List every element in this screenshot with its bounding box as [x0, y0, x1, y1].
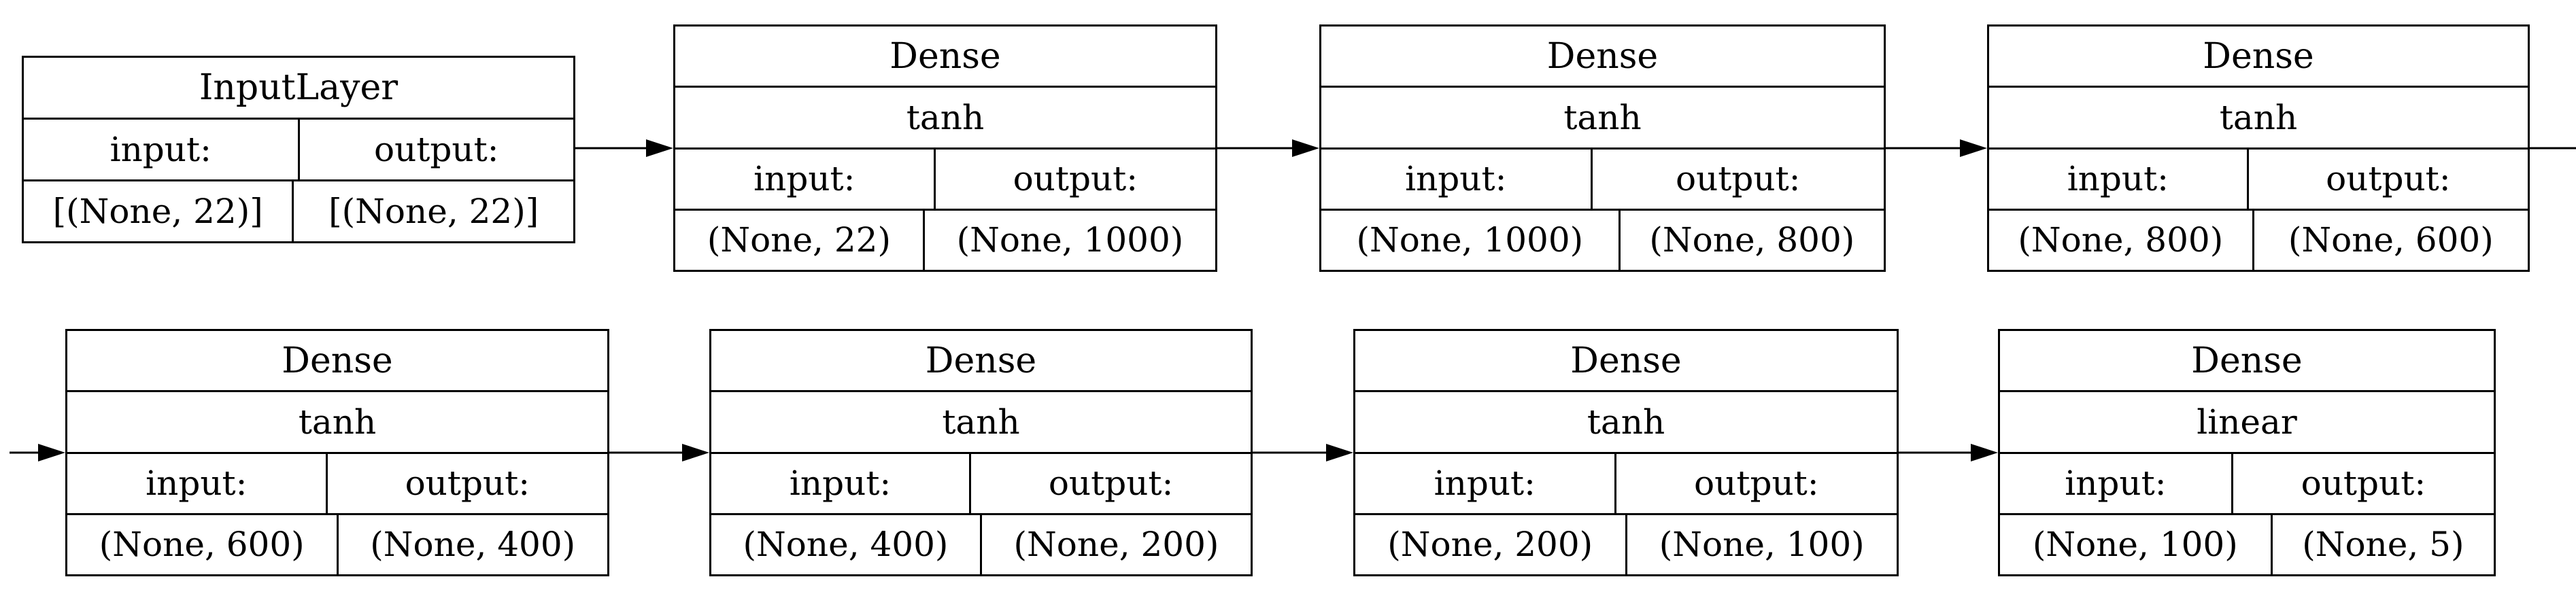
- input-shape: [(None, 22)]: [52, 192, 263, 231]
- input-label: input:: [753, 159, 855, 199]
- input-shape: (None, 200): [1387, 525, 1593, 565]
- output-shape: (None, 1000): [922, 210, 1215, 270]
- output-shape: (None, 100): [1625, 514, 1897, 574]
- input-shape: (None, 22): [707, 220, 891, 260]
- input-label: input:: [109, 130, 211, 169]
- node-type: Dense: [1546, 35, 1659, 77]
- node-dense-1: Dense tanh input: output: (None, 22) (No…: [673, 24, 1217, 272]
- node-dense-6: Dense tanh input: output: (None, 200) (N…: [1353, 329, 1899, 576]
- arrowhead: [1960, 139, 1987, 157]
- node-type: Dense: [1570, 340, 1682, 381]
- arrowhead: [1292, 139, 1319, 157]
- activation: tanh: [1587, 402, 1665, 442]
- node-dense-3: Dense tanh input: output: (None, 800) (N…: [1987, 24, 2530, 272]
- output-label: output:: [2246, 149, 2528, 209]
- input-shape: (None, 800): [2018, 220, 2224, 260]
- arrowhead: [38, 444, 65, 461]
- node-type: Dense: [2203, 35, 2314, 77]
- activation: tanh: [2219, 97, 2298, 137]
- node-type: Dense: [925, 340, 1037, 381]
- output-label: output:: [1590, 149, 1884, 209]
- node-type: Dense: [2191, 340, 2303, 381]
- input-label: input:: [2065, 464, 2167, 504]
- input-label: input:: [789, 464, 892, 504]
- activation: tanh: [298, 402, 377, 442]
- node-type: Dense: [282, 340, 393, 381]
- output-label: output:: [1614, 453, 1897, 513]
- input-shape: (None, 100): [2032, 525, 2238, 565]
- arrowhead: [682, 444, 709, 461]
- input-label: input:: [1405, 159, 1507, 199]
- output-shape: (None, 200): [980, 514, 1251, 574]
- arrowhead: [646, 139, 673, 157]
- output-shape: (None, 800): [1618, 210, 1884, 270]
- node-input-layer: InputLayer input: output: [(None, 22)] […: [22, 56, 575, 243]
- output-label: output:: [325, 453, 607, 513]
- node-type: Dense: [889, 35, 1001, 77]
- node-dense-5: Dense tanh input: output: (None, 400) (N…: [709, 329, 1253, 576]
- arrowhead: [1971, 444, 1998, 461]
- input-shape: (None, 600): [99, 525, 305, 565]
- input-shape: (None, 1000): [1356, 220, 1584, 260]
- node-dense-2: Dense tanh input: output: (None, 1000) (…: [1319, 24, 1886, 272]
- output-label: output:: [969, 453, 1251, 513]
- output-shape: (None, 600): [2252, 210, 2528, 270]
- arrowhead: [1326, 444, 1353, 461]
- output-shape: (None, 5): [2270, 514, 2494, 574]
- output-label: output:: [2231, 453, 2494, 513]
- input-label: input:: [1434, 464, 1536, 504]
- activation: linear: [2197, 402, 2297, 442]
- output-label: output:: [933, 149, 1215, 209]
- node-dense-7: Dense linear input: output: (None, 100) …: [1998, 329, 2496, 576]
- output-shape: (None, 400): [336, 514, 608, 574]
- output-shape: [(None, 22)]: [292, 181, 573, 241]
- activation: tanh: [942, 402, 1020, 442]
- output-label: output:: [297, 120, 574, 179]
- node-dense-4: Dense tanh input: output: (None, 600) (N…: [65, 329, 609, 576]
- input-label: input:: [146, 464, 248, 504]
- activation: tanh: [906, 97, 985, 137]
- activation: tanh: [1563, 97, 1642, 137]
- input-label: input:: [2067, 159, 2169, 199]
- node-type: InputLayer: [199, 67, 399, 108]
- input-shape: (None, 400): [743, 525, 949, 565]
